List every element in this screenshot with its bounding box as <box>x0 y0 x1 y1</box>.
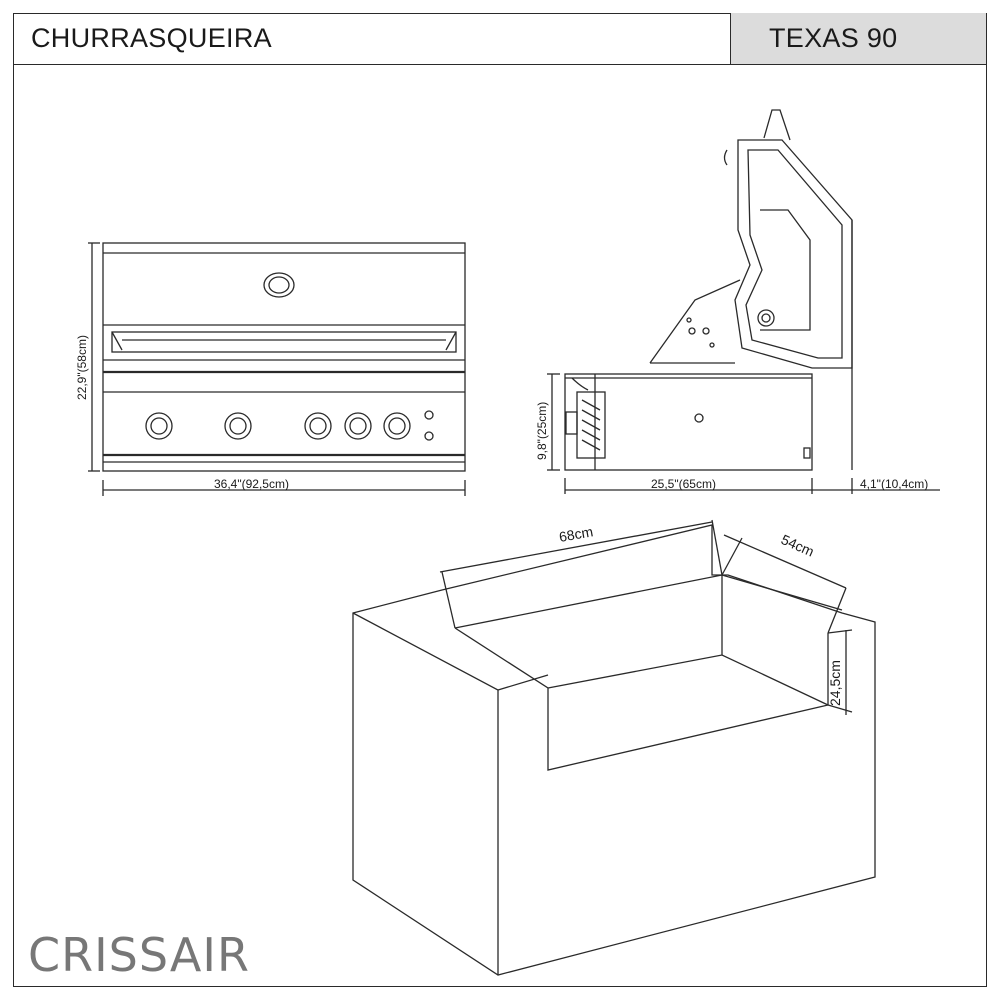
brand-part1: CRISS <box>28 928 170 982</box>
cutout-width-dimension <box>439 521 713 573</box>
lid-thermometer <box>263 272 295 298</box>
back-depth-label: 4,1"(10,4cm) <box>860 477 928 491</box>
side-depth-label: 25,5"(65cm) <box>651 477 716 491</box>
hood-lid <box>734 139 853 369</box>
side-view <box>547 109 940 494</box>
brand-logo: CRISSAIR <box>28 928 250 982</box>
product-title: CHURRASQUEIRA <box>31 23 272 53</box>
cutout-depth-label: 54cm <box>779 531 817 560</box>
side-height-label: 9,8"(25cm) <box>535 402 549 460</box>
front-width-label: 36,4"(92,5cm) <box>214 477 289 491</box>
lid-handle <box>111 331 457 353</box>
drawing-frame <box>13 13 987 987</box>
front-outline <box>102 242 466 472</box>
model-cell: TEXAS 90 <box>731 13 986 64</box>
title-cell: CHURRASQUEIRA <box>13 13 731 64</box>
cutout-perspective <box>352 519 876 976</box>
cutout-depth-dimension <box>723 534 847 589</box>
hood-support <box>649 279 741 364</box>
front-view <box>88 242 466 496</box>
front-height-label: 22,9"(58cm) <box>75 335 89 400</box>
cutout-width-label: 68cm <box>558 523 594 545</box>
model-name: TEXAS 90 <box>769 23 898 53</box>
brand-part2: AIR <box>169 928 250 982</box>
side-base <box>564 373 813 471</box>
lid-handle-side <box>763 109 791 141</box>
counter-block <box>352 524 876 976</box>
cutout-height-label: 24,5cm <box>827 660 843 706</box>
control-knobs <box>145 410 434 441</box>
title-block: CHURRASQUEIRA TEXAS 90 <box>13 13 987 65</box>
